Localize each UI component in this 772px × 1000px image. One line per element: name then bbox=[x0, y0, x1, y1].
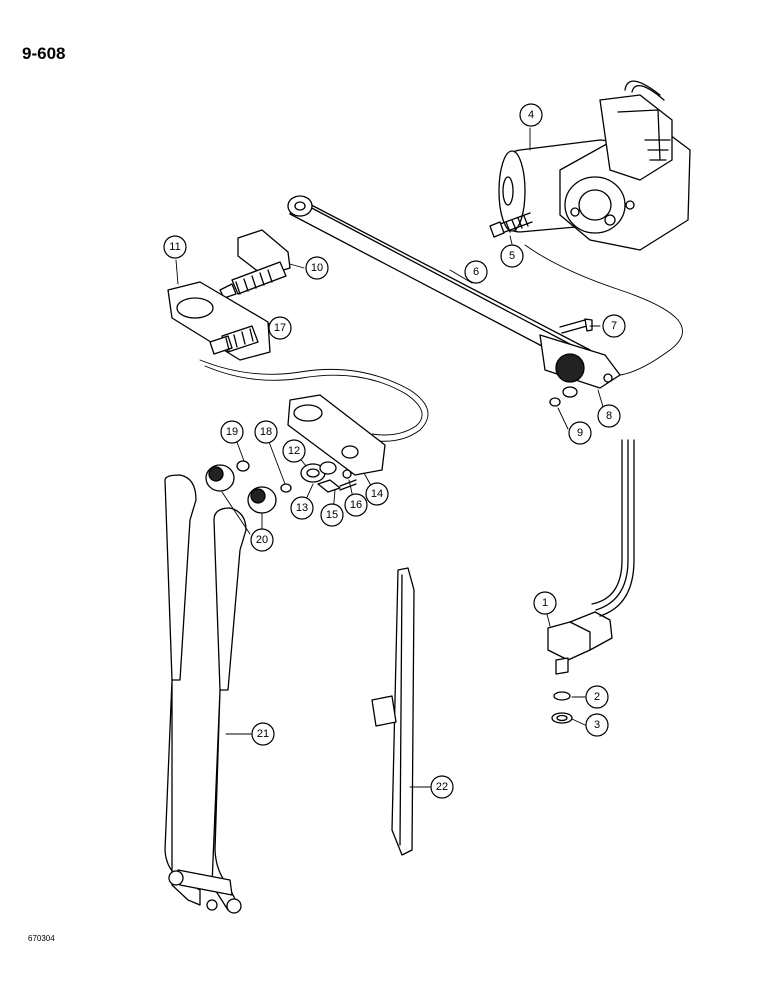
callout-2: 2 bbox=[585, 685, 609, 709]
callout-circle bbox=[430, 775, 454, 799]
callout-circle bbox=[320, 503, 344, 527]
callout-label: 7 bbox=[611, 320, 617, 332]
callout-17: 17 bbox=[268, 316, 292, 340]
callout-circle bbox=[290, 496, 314, 520]
callout-6: 6 bbox=[464, 260, 488, 284]
callout-circle bbox=[519, 103, 543, 127]
callout-label: 8 bbox=[606, 410, 612, 422]
linkage-bar bbox=[287, 195, 621, 389]
callout-circle bbox=[500, 244, 524, 268]
cable-route bbox=[199, 244, 683, 442]
mounting-plate bbox=[287, 394, 386, 476]
callout-label: 11 bbox=[169, 241, 180, 253]
arm-caps bbox=[205, 464, 277, 514]
callout-circle bbox=[254, 420, 278, 444]
callout-3: 3 bbox=[585, 713, 609, 737]
callout-circle bbox=[305, 256, 329, 280]
motor-bolt bbox=[489, 212, 533, 238]
wiper-switch bbox=[547, 439, 635, 724]
callout-label: 22 bbox=[436, 781, 448, 793]
callout-label: 6 bbox=[473, 266, 479, 278]
callout-circle bbox=[220, 420, 244, 444]
callout-circle bbox=[251, 722, 275, 746]
callout-circle bbox=[163, 235, 187, 259]
callout-16: 16 bbox=[344, 493, 368, 517]
callout-label: 9 bbox=[577, 427, 583, 439]
figure-code: 670304 bbox=[28, 934, 55, 943]
page-number: 9-608 bbox=[22, 44, 66, 63]
callout-label: 21 bbox=[257, 728, 269, 740]
small-hardware bbox=[236, 460, 357, 493]
callout-label: 14 bbox=[371, 488, 383, 500]
callout-10: 10 bbox=[305, 256, 329, 280]
callout-19: 19 bbox=[220, 420, 244, 444]
callout-label: 19 bbox=[226, 426, 238, 438]
washer-nut bbox=[549, 386, 578, 407]
callout-circle bbox=[344, 493, 368, 517]
callout-label: 1 bbox=[542, 597, 548, 609]
callout-label: 18 bbox=[260, 426, 272, 438]
callout-9: 9 bbox=[568, 421, 592, 445]
callout-20: 20 bbox=[250, 528, 274, 552]
callout-circle bbox=[597, 404, 621, 428]
callout-circle bbox=[568, 421, 592, 445]
callout-label: 3 bbox=[594, 719, 600, 731]
callout-8: 8 bbox=[597, 404, 621, 428]
callout-4: 4 bbox=[519, 103, 543, 127]
callout-label: 15 bbox=[326, 509, 338, 521]
callout-13: 13 bbox=[290, 496, 314, 520]
callout-label: 12 bbox=[288, 445, 300, 457]
callout-22: 22 bbox=[430, 775, 454, 799]
callout-1: 1 bbox=[533, 591, 557, 615]
callout-5: 5 bbox=[500, 244, 524, 268]
callout-circle bbox=[585, 685, 609, 709]
linkage-screw bbox=[559, 318, 593, 334]
callout-circle bbox=[282, 439, 306, 463]
callout-12: 12 bbox=[282, 439, 306, 463]
callout-label: 16 bbox=[350, 499, 362, 511]
callout-label: 2 bbox=[594, 691, 600, 703]
callout-7: 7 bbox=[602, 314, 626, 338]
callout-circle bbox=[533, 591, 557, 615]
callout-circle bbox=[268, 316, 292, 340]
wiper-motor bbox=[498, 80, 691, 251]
callout-circle bbox=[365, 482, 389, 506]
wiper-blade bbox=[371, 567, 415, 856]
callout-label: 17 bbox=[274, 322, 286, 334]
callout-11: 11 bbox=[163, 235, 187, 259]
callout-label: 13 bbox=[296, 502, 308, 514]
pivot-plate bbox=[167, 281, 271, 361]
callout-18: 18 bbox=[254, 420, 278, 444]
callout-label: 4 bbox=[528, 109, 534, 121]
callout-circle bbox=[602, 314, 626, 338]
callout-14: 14 bbox=[365, 482, 389, 506]
callout-circle bbox=[464, 260, 488, 284]
callout-label: 5 bbox=[509, 250, 515, 262]
callout-circle bbox=[250, 528, 274, 552]
wiper-arms bbox=[164, 474, 247, 914]
callout-15: 15 bbox=[320, 503, 344, 527]
callout-circle bbox=[585, 713, 609, 737]
pivot-bracket bbox=[219, 229, 291, 299]
callout-label: 20 bbox=[256, 534, 268, 546]
callout-21: 21 bbox=[251, 722, 275, 746]
callout-label: 10 bbox=[311, 262, 323, 274]
